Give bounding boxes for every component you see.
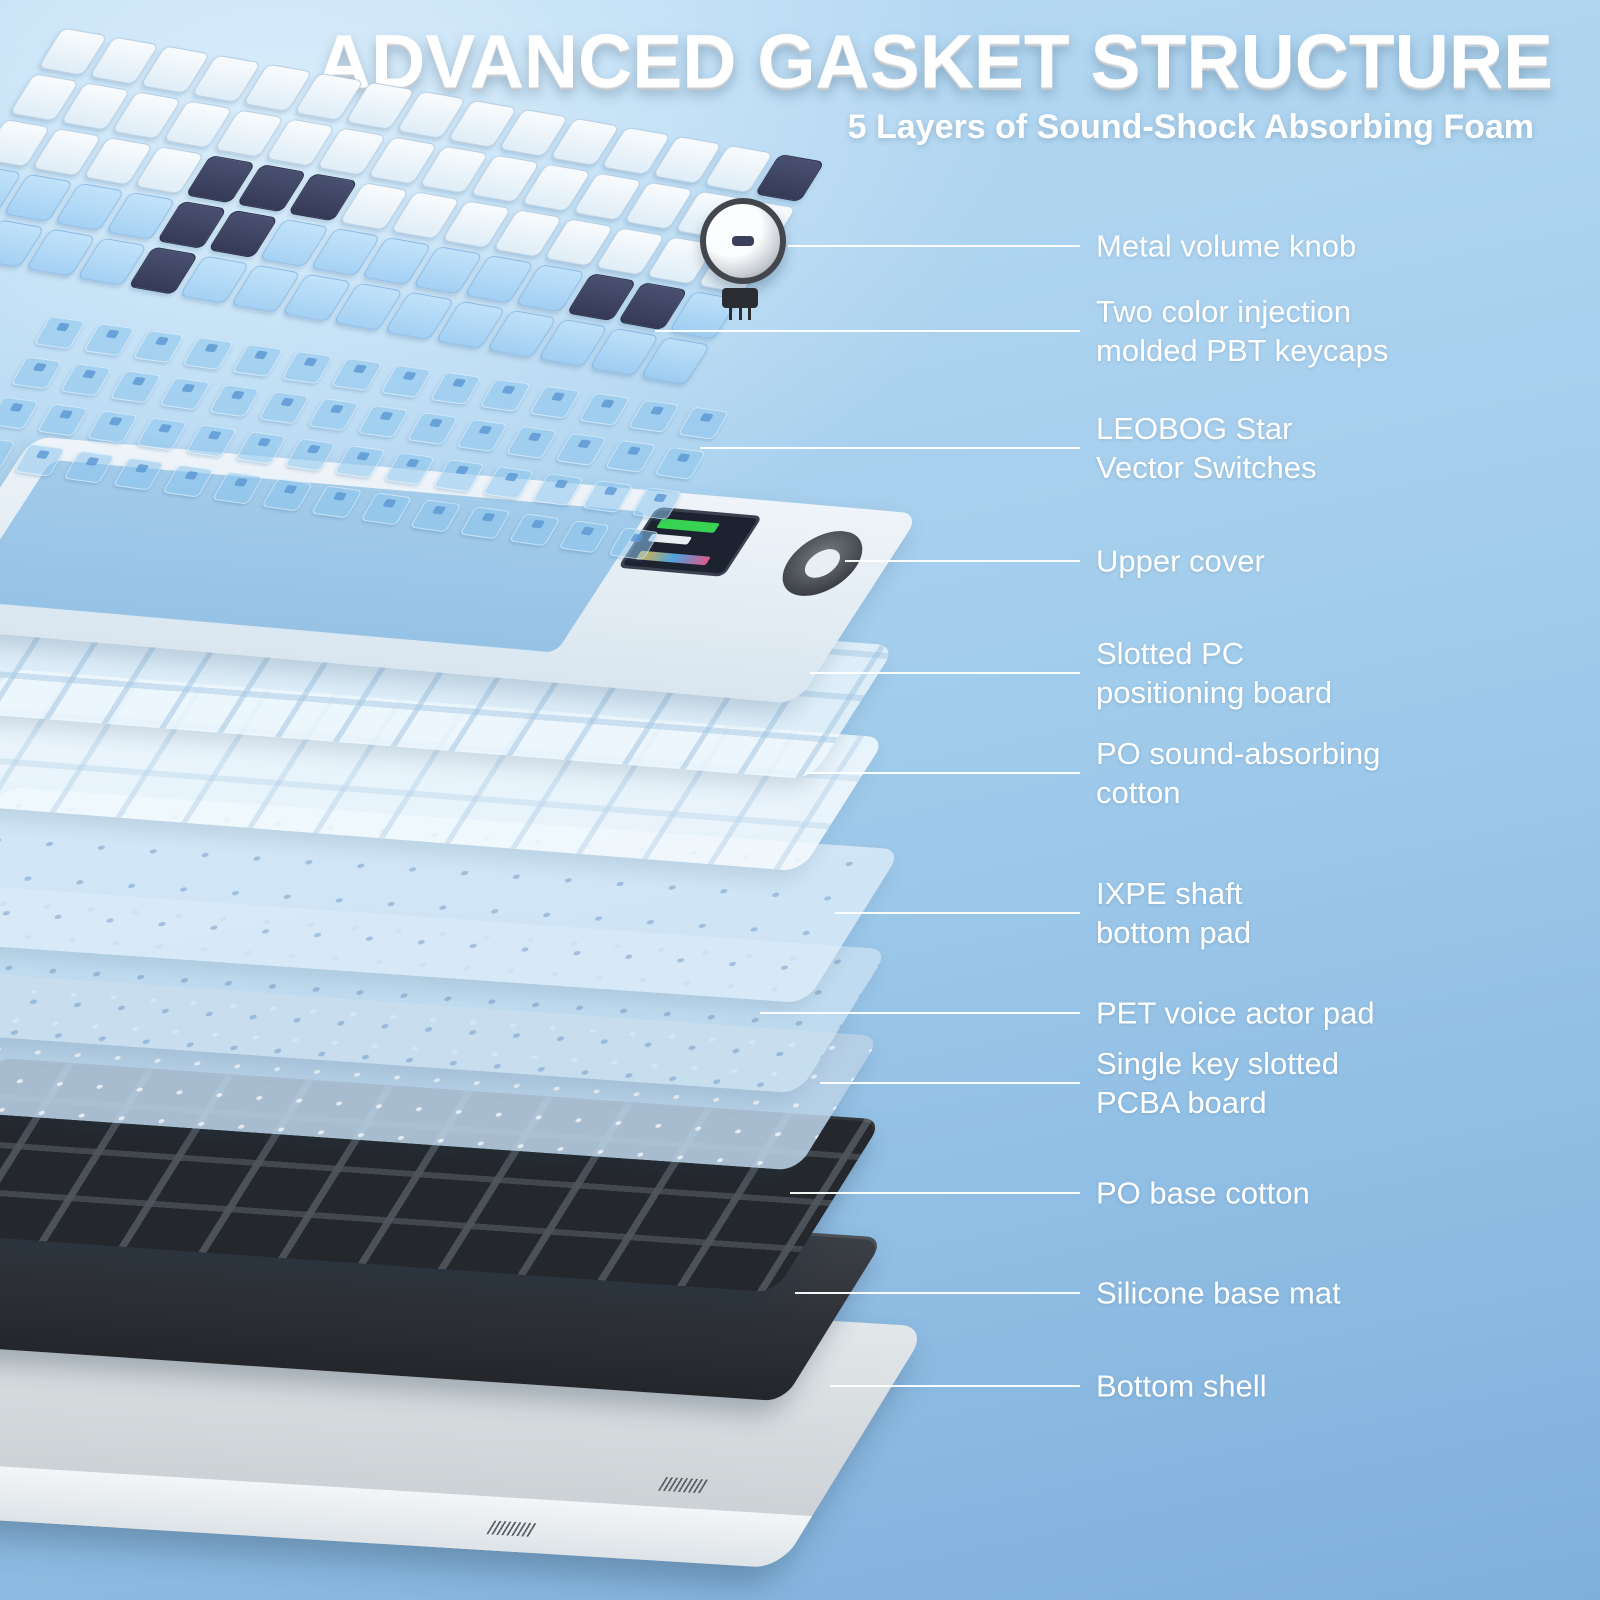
switch <box>33 316 86 350</box>
shell-markings <box>486 1520 539 1537</box>
switch <box>433 459 485 493</box>
switch <box>162 464 215 498</box>
volume-knob <box>700 198 786 284</box>
switch <box>112 457 165 491</box>
switch <box>459 506 512 540</box>
callout-label: IXPE shaft bottom pad <box>1096 876 1252 950</box>
switch <box>677 406 730 440</box>
callout-label: Upper cover <box>1096 543 1265 579</box>
page-title: ADVANCED GASKET STRUCTURE <box>316 19 1554 103</box>
switch <box>456 418 509 453</box>
cover-knob-socket <box>767 528 878 599</box>
shell-markings <box>657 1477 711 1494</box>
switch <box>578 392 631 426</box>
switch <box>109 370 162 404</box>
switch <box>505 425 558 459</box>
switch <box>479 378 532 412</box>
leader-line <box>835 912 1080 914</box>
leader-line <box>820 1082 1080 1084</box>
callout-label: PO base cotton <box>1096 1175 1310 1211</box>
switch <box>258 391 311 425</box>
switch <box>360 492 413 526</box>
switch <box>607 527 660 561</box>
knob-encoder-connector <box>722 288 758 320</box>
switch <box>83 323 136 357</box>
switch <box>60 363 112 397</box>
switch <box>284 438 337 472</box>
switch <box>482 466 535 500</box>
leader-line <box>790 1192 1080 1194</box>
switch <box>581 480 634 514</box>
switch <box>86 410 139 444</box>
switch <box>307 398 360 432</box>
callout-label: PET voice actor pad <box>1096 995 1375 1031</box>
switch <box>132 330 185 364</box>
switch <box>208 384 261 418</box>
switch <box>36 403 89 437</box>
switch <box>528 385 581 419</box>
shell-front-lip <box>0 1461 813 1569</box>
switch <box>334 445 386 479</box>
switch <box>654 446 707 480</box>
switch <box>380 364 433 398</box>
callout-label: Silicone base mat <box>1096 1275 1341 1311</box>
leader-line <box>700 447 1080 449</box>
switch <box>631 486 683 520</box>
switch <box>555 432 608 466</box>
switch <box>310 485 363 519</box>
switch <box>281 350 334 385</box>
switch <box>0 436 17 470</box>
switch <box>231 344 284 378</box>
switch <box>627 399 680 433</box>
callout-label: Bottom shell <box>1096 1368 1267 1404</box>
leader-line <box>795 1292 1080 1294</box>
callout-label: Metal volume knob <box>1096 228 1357 264</box>
switch <box>330 357 383 391</box>
switch <box>63 450 116 484</box>
switch <box>383 452 436 486</box>
leader-line <box>830 1385 1080 1387</box>
switch <box>357 405 410 439</box>
subtitle: 5 Layers of Sound-Shock Absorbing Foam <box>847 108 1534 146</box>
switch <box>532 473 584 507</box>
leader-line <box>760 1012 1080 1014</box>
callout-label: Single key slotted PCBA board <box>1096 1046 1339 1120</box>
leader-line <box>845 560 1080 562</box>
leader-line <box>788 245 1080 247</box>
switch <box>182 337 235 371</box>
callout-label: PO sound-absorbing cotton <box>1096 736 1381 810</box>
leader-line <box>655 330 1080 332</box>
switch <box>604 439 657 473</box>
switch <box>185 424 238 458</box>
callout-label: Two color injection molded PBT keycaps <box>1096 294 1389 368</box>
switch <box>135 417 188 451</box>
leader-line <box>810 672 1080 674</box>
switch <box>429 371 482 405</box>
switch <box>508 513 561 547</box>
switch <box>558 520 611 554</box>
callout-label: LEOBOG Star Vector Switches <box>1096 411 1317 485</box>
switch <box>261 478 314 512</box>
leader-line <box>805 772 1080 774</box>
switch <box>159 377 211 411</box>
switch <box>0 396 40 430</box>
switch <box>10 356 63 390</box>
switch <box>234 431 287 465</box>
switch <box>409 499 462 533</box>
knob-logo <box>732 236 754 246</box>
switch <box>13 443 66 477</box>
callout-label: Slotted PC positioning board <box>1096 636 1333 710</box>
switch <box>211 471 264 505</box>
switch <box>406 412 459 446</box>
